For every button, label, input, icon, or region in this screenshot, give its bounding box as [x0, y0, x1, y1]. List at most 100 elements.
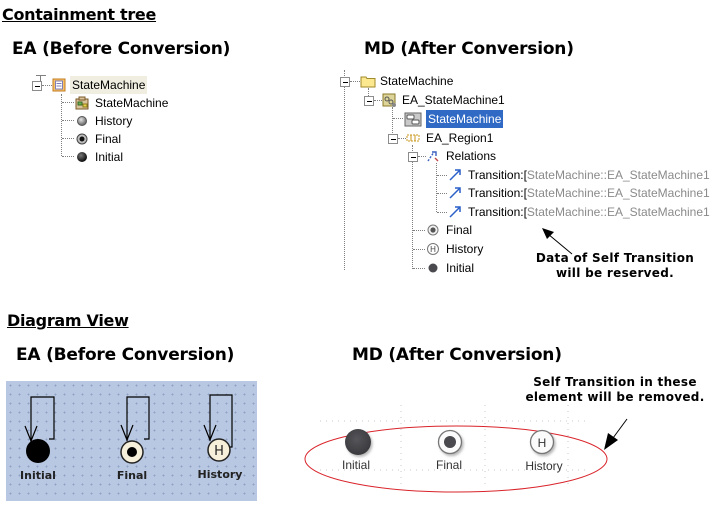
ea-tree-item-label: Final: [95, 132, 122, 146]
ea-initial-label: Initial: [20, 469, 56, 482]
class-icon: [52, 78, 66, 92]
self-transition-line: [126, 396, 150, 441]
ea-final-node[interactable]: [120, 396, 150, 464]
md-tree-transition[interactable]: Transition:[StateMachine::EA_StateMachin…: [448, 184, 710, 202]
transition-bracket: [: [523, 186, 527, 200]
md-diagram-canvas[interactable]: H Initial Final History: [295, 380, 718, 510]
ea-tree-item-label: StateMachine: [95, 96, 169, 110]
md-tree-relations[interactable]: Relations: [426, 147, 498, 165]
history-glyph: H: [538, 436, 547, 450]
md-initial-node[interactable]: [345, 429, 371, 455]
removed-note-line2: element will be removed.: [525, 390, 705, 404]
removed-pointer-arrow: [604, 418, 628, 450]
md-tree-region[interactable]: EA_Region1: [406, 129, 495, 147]
transition-path: StateMachine::EA_StateMachine1: [526, 205, 710, 219]
reserved-note: Data of Self Transition will be reserved…: [520, 251, 710, 281]
transition-path: StateMachine::EA_StateMachine1: [526, 168, 710, 182]
md-tree-root-label: StateMachine: [380, 74, 454, 88]
ea-tree-root[interactable]: StateMachine: [52, 76, 148, 94]
md-history-node[interactable]: H: [529, 429, 555, 455]
ea-history-node[interactable]: H: [203, 394, 233, 462]
self-transition-line: [30, 396, 55, 443]
transition-path: StateMachine::EA_StateMachine1: [526, 186, 710, 200]
history-state-icon: H: [426, 242, 440, 256]
removed-note-line1: Self Transition in these: [533, 375, 697, 389]
initial-state-shape: [26, 439, 50, 463]
md-tree-state[interactable]: Final: [426, 221, 474, 239]
md-tree-state-machine[interactable]: EA_StateMachine1: [382, 91, 507, 109]
final-state-icon: [426, 223, 440, 237]
initial-state-icon: [75, 150, 89, 164]
history-glyph: H: [214, 444, 224, 459]
md-tree-state[interactable]: H History: [426, 240, 485, 258]
final-state-icon: [75, 132, 89, 146]
self-transition-arrowhead: [203, 424, 217, 442]
md-history-label: History: [525, 459, 562, 473]
md-tree-transition[interactable]: Transition:[StateMachine::EA_StateMachin…: [448, 203, 710, 221]
transition-bracket: [: [523, 168, 527, 182]
ea-tree-item[interactable]: Final: [75, 130, 123, 148]
md-after-header: MD (After Conversion): [364, 39, 574, 59]
ea-tree-root-label: StateMachine: [70, 76, 148, 94]
history-state-shape: [207, 438, 231, 462]
md-final-node[interactable]: [437, 429, 463, 455]
ea-final-label: Final: [117, 469, 147, 482]
md-containment-tree: StateMachine EA_StateMachine1 StateMachi…: [340, 70, 710, 277]
md-relations-expander[interactable]: [408, 152, 418, 162]
transition-prefix: Transition:: [468, 205, 524, 219]
ea-history-label: History: [198, 468, 243, 481]
md-initial-label: Initial: [342, 458, 370, 472]
ea-initial-node[interactable]: [24, 396, 55, 463]
ea-tree-item-label: Initial: [95, 150, 124, 164]
transition-arrow-icon: [448, 186, 462, 200]
transition-arrow-icon: [448, 205, 462, 219]
containment-tree-title: Containment tree: [2, 5, 157, 24]
transition-prefix: Transition:: [468, 168, 524, 182]
md-tree-diagram[interactable]: StateMachine: [404, 110, 504, 128]
relations-icon: [426, 149, 440, 163]
md-diagram-header: MD (After Conversion): [352, 345, 562, 365]
state-machine-diagram-icon: [75, 96, 89, 110]
self-transition-arrowhead: [120, 424, 134, 442]
md-tree-state-label: History: [446, 242, 484, 256]
transition-arrow-icon: [448, 168, 462, 182]
ea-tree-item-label: History: [95, 114, 133, 128]
md-tree-transition[interactable]: Transition:[StateMachine::EA_StateMachin…: [448, 166, 710, 184]
transition-prefix: Transition:: [468, 186, 524, 200]
initial-state-shape: [345, 429, 371, 455]
ea-diagram-canvas[interactable]: H Initial Final History: [6, 381, 257, 501]
self-transition-arrowhead: [24, 425, 38, 443]
diagram-view-title: Diagram View: [7, 311, 129, 330]
md-tree-state-label: Initial: [446, 261, 475, 275]
highlight-ellipse: [304, 425, 608, 493]
ea-tree-item[interactable]: StateMachine: [75, 94, 170, 112]
region-icon: [406, 131, 420, 145]
md-tree-state-label: Final: [446, 223, 473, 237]
md-final-label: Final: [436, 458, 462, 472]
ea-root-expander[interactable]: [32, 81, 42, 91]
package-folder-icon: [360, 74, 376, 88]
reserved-note-line2: will be reserved.: [556, 266, 674, 280]
md-tree-diagram-label: StateMachine: [426, 110, 504, 128]
transition-bracket: [: [523, 205, 527, 219]
removed-note: Self Transition in these element will be…: [516, 375, 714, 405]
md-grid: [320, 405, 585, 485]
md-tree-state[interactable]: Initial: [426, 259, 476, 277]
svg-text:H: H: [430, 245, 436, 254]
ea-containment-tree: StateMachine StateMachine History Final …: [0, 0, 340, 180]
history-state-icon: [75, 114, 89, 128]
ea-before-header: EA (Before Conversion): [12, 39, 231, 59]
md-tree-root[interactable]: StateMachine: [360, 72, 455, 90]
ea-diagram-header: EA (Before Conversion): [16, 345, 235, 365]
history-state-shape: [529, 429, 555, 455]
initial-state-icon: [426, 261, 440, 275]
md-tree-state-machine-label: EA_StateMachine1: [402, 93, 505, 107]
md-tree-relations-label: Relations: [446, 149, 497, 163]
reserved-pointer-arrow: [542, 228, 573, 255]
md-statemachine-expander[interactable]: [364, 96, 374, 106]
md-region-expander[interactable]: [388, 134, 398, 144]
ea-tree-item[interactable]: Initial: [75, 148, 125, 166]
md-root-expander[interactable]: [340, 77, 350, 87]
ea-tree-item[interactable]: History: [75, 112, 134, 130]
reserved-note-line1: Data of Self Transition: [535, 251, 695, 265]
